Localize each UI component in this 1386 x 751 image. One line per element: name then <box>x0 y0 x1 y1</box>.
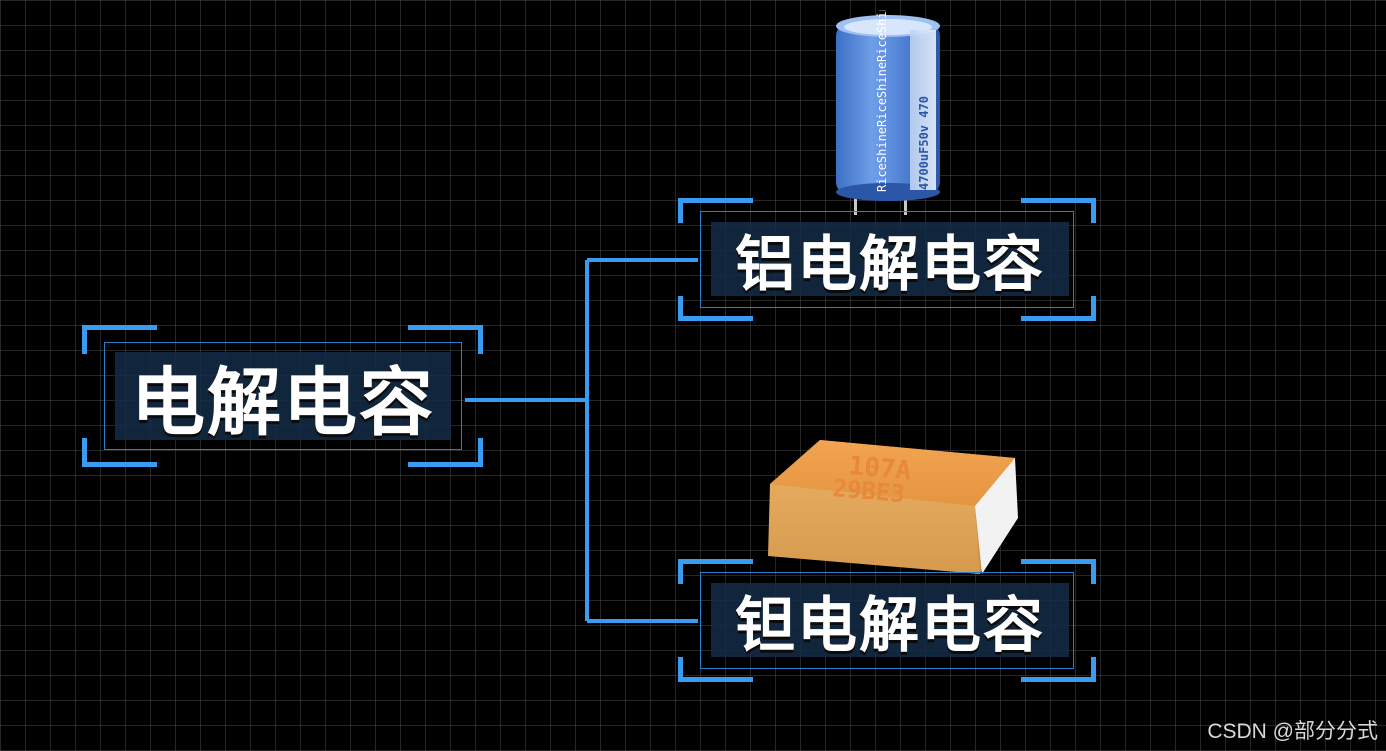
aluminum-capacitor-image: RiceShineRiceShineRiceShineR 4700uF50v 4… <box>836 10 940 215</box>
node-aluminum-label: 铝电解电容 <box>711 222 1069 300</box>
tantalum-capacitor-line1: 107A <box>847 451 912 486</box>
aluminum-capacitor-rating-text: 4700uF50v 470 <box>917 96 931 190</box>
watermark: CSDN @部分分式 <box>1207 720 1378 743</box>
aluminum-capacitor-sleeve-text: RiceShineRiceShineRiceShineR <box>875 10 889 192</box>
tantalum-capacitor-line2: 29BE3 <box>831 474 905 508</box>
node-tantalum-label: 钽电解电容 <box>711 583 1069 661</box>
node-root: 电解电容 <box>82 325 483 467</box>
tantalum-capacitor-image: 107A 29BE3 <box>768 440 1018 574</box>
node-aluminum: 铝电解电容 <box>678 198 1096 321</box>
node-tantalum: 钽电解电容 <box>678 559 1096 682</box>
node-root-label: 电解电容 <box>115 352 451 446</box>
